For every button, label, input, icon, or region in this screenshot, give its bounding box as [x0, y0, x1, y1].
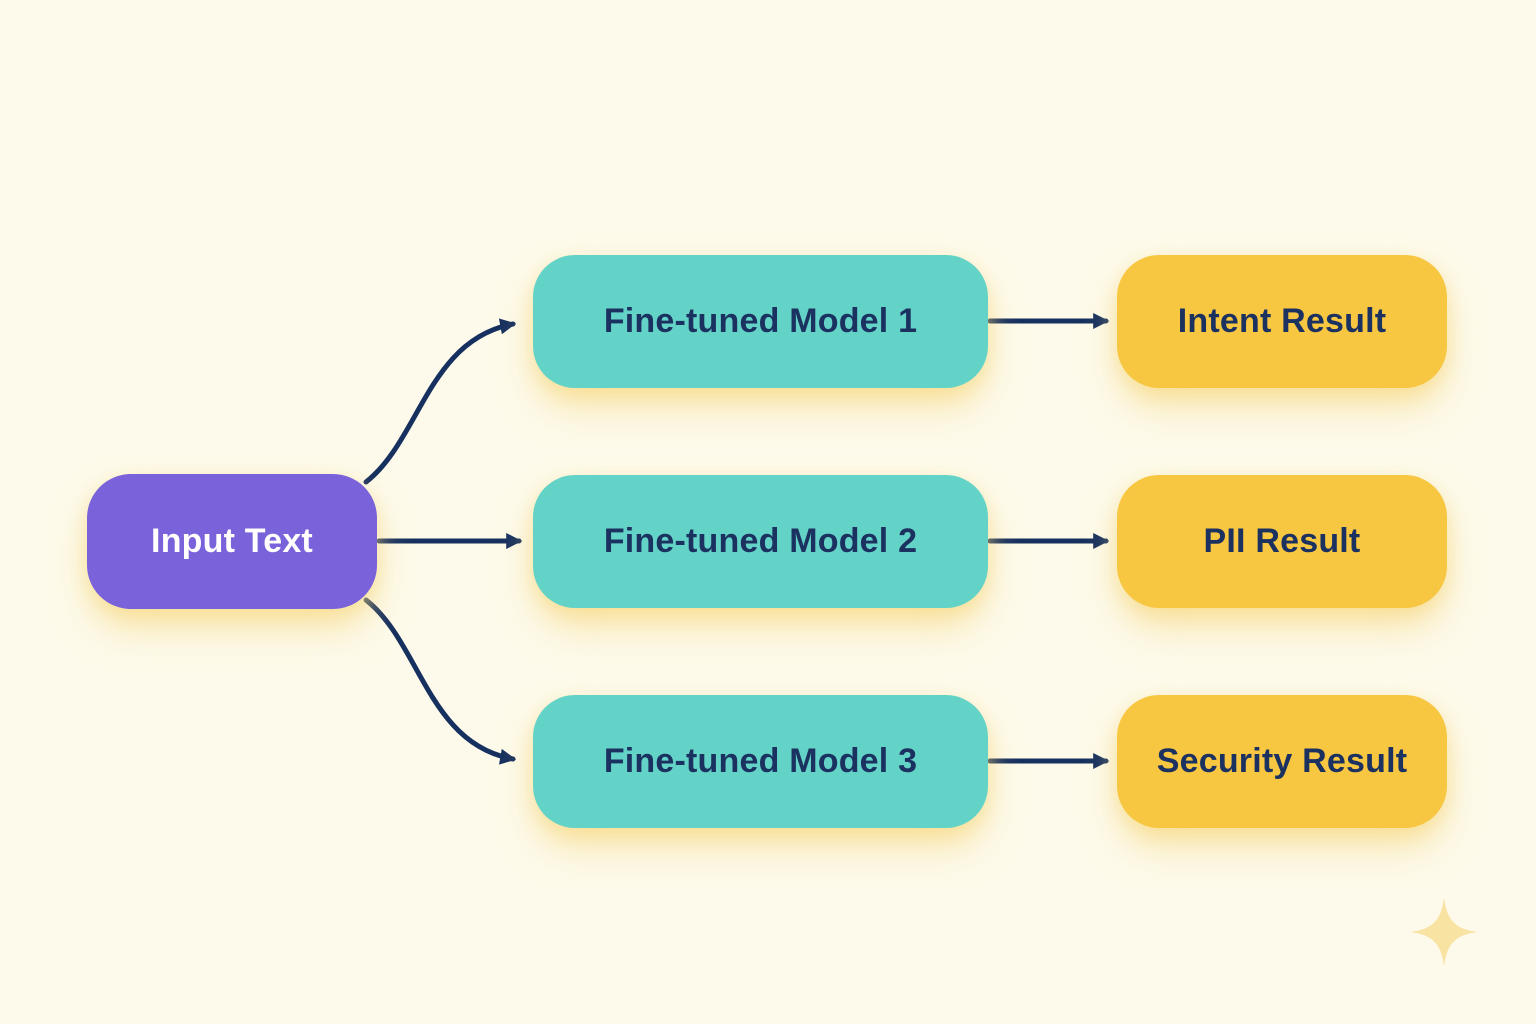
connector-input-to-model3: [363, 597, 517, 765]
connector-input-to-model1: [363, 318, 517, 485]
node-security-result: Security Result: [1117, 695, 1447, 828]
node-fine-tuned-model-1: Fine-tuned Model 1: [533, 255, 988, 388]
node-intent-result: Intent Result: [1117, 255, 1447, 388]
node-fine-tuned-model-2: Fine-tuned Model 2: [533, 475, 988, 608]
node-fine-tuned-model-3: Fine-tuned Model 3: [533, 695, 988, 828]
node-pii-result: PII Result: [1117, 475, 1447, 608]
sparkle-icon: [1411, 898, 1477, 966]
node-input-text: Input Text: [87, 474, 377, 609]
